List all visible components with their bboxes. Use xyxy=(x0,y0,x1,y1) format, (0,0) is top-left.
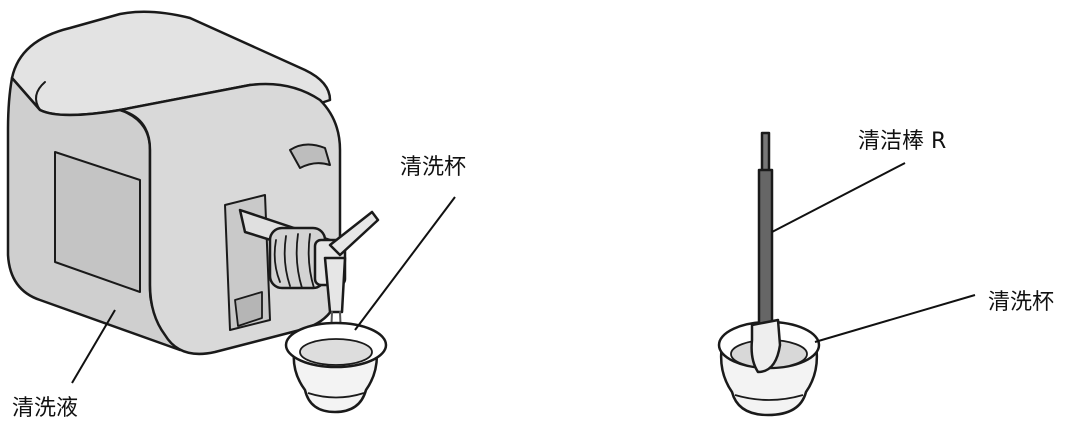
leader-cleaning-liquid xyxy=(71,309,116,384)
label-cleaning-stick: 清洁棒 R xyxy=(858,129,947,154)
leader-cleaning-stick xyxy=(771,162,906,233)
cleaning-cup-left xyxy=(284,321,388,414)
cleaning-liquid-tank xyxy=(6,10,342,356)
label-cup-left: 清洗杯 xyxy=(400,155,467,180)
cleaning-stick-icon xyxy=(750,131,782,374)
leader-cup-left xyxy=(354,196,456,331)
label-cleaning-liquid: 清洗液 xyxy=(12,396,79,421)
leader-cup-right xyxy=(814,294,976,343)
label-cup-right: 清洗杯 xyxy=(988,290,1055,315)
tap-icon xyxy=(238,208,380,361)
